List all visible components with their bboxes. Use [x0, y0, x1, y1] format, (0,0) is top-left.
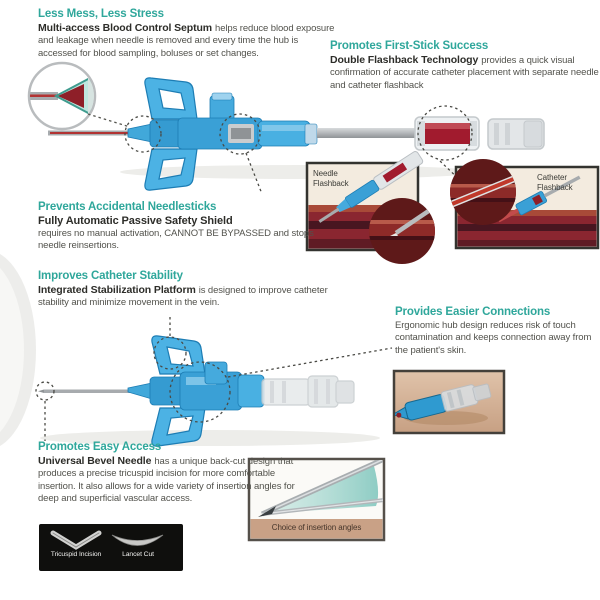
section-lead: Multi-access Blood Control Septum: [38, 22, 213, 34]
hub-on-skin-photo-panel: [392, 369, 506, 435]
catheter-flashback-panel: [450, 159, 600, 250]
section-first-stick: Promotes First-Stick Success Double Flas…: [330, 40, 600, 92]
device2-illustration: [35, 314, 393, 447]
section-needlesticks: Prevents Accidental Needlesticks Fully A…: [38, 201, 318, 253]
section-lead: Fully Automatic Passive Safety Shield: [38, 215, 233, 227]
section-body: Ergonomic hub design reduces risk of tou…: [395, 320, 592, 356]
section-connections: Provides Easier Connections Ergonomic hu…: [395, 306, 600, 357]
section-lead: Integrated Stabilization Platform: [38, 284, 196, 296]
insertion-angles-caption: Choice of insertion angles: [271, 523, 362, 532]
insertion-angles-panel: [247, 457, 386, 542]
needle-flashback-panel: [305, 151, 435, 264]
catheter-flashback-label: Catheter Flashback: [537, 173, 573, 192]
section-heading: Less Mess, Less Stress: [38, 8, 164, 20]
section-stability: Improves Catheter Stability Integrated S…: [38, 270, 338, 310]
device1-illustration: [27, 61, 545, 195]
tricuspid-incision-label: Tricuspid Incision: [50, 551, 102, 558]
section-body: is designed to improve catheter stabilit…: [38, 285, 328, 309]
section-heading: Promotes Easy Access: [38, 441, 162, 453]
section-lead: Double Flashback Technology: [330, 54, 479, 66]
background-swoosh: [0, 254, 36, 446]
section-heading: Prevents Accidental Needlesticks: [38, 201, 217, 213]
section-heading: Promotes First-Stick Success: [330, 40, 489, 52]
needle-flashback-label: Needle Flashback: [313, 169, 349, 188]
section-body: provides a quick visual confirmation of …: [330, 55, 599, 91]
bevel-comparison-panel: [39, 524, 183, 571]
section-heading: Improves Catheter Stability: [38, 270, 183, 282]
lancet-cut-label: Lancet Cut: [122, 551, 154, 558]
section-body: helps reduce blood exposure and leakage …: [38, 23, 335, 59]
section-blood-control: Less Mess, Less Stress Multi-access Bloo…: [38, 8, 340, 60]
section-heading: Provides Easier Connections: [395, 306, 551, 318]
septum-inset: [27, 61, 97, 131]
section-easy-access: Promotes Easy Access Universal Bevel Nee…: [38, 441, 296, 505]
section-body: has a unique back-cut design that produc…: [38, 456, 295, 504]
section-body: requires no manual activation, CANNOT BE…: [38, 228, 314, 252]
section-lead: Universal Bevel Needle: [38, 455, 152, 467]
